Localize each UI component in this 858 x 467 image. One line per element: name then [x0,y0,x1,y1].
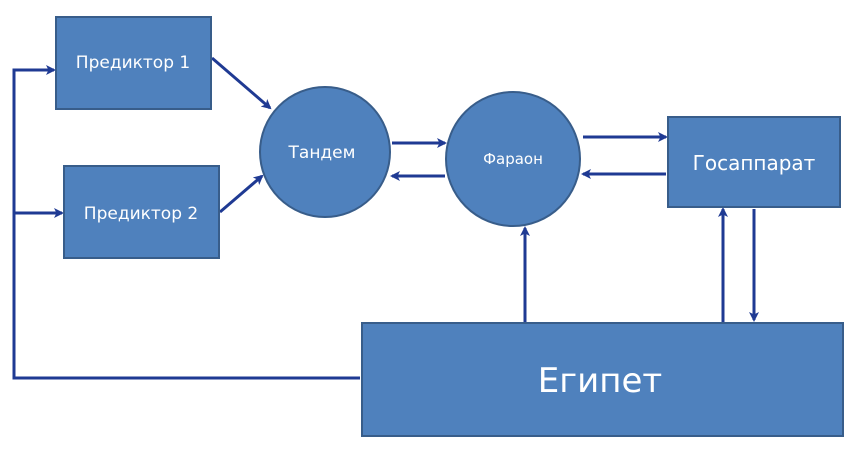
node-gosapparat-label: Госаппарат [693,151,816,175]
edge-egypt-to-predictor1 [12,65,360,380]
node-tandem: Тандем [259,86,391,218]
node-egypt: Египет [361,322,844,437]
node-pharaoh-label: Фараон [483,150,543,168]
edge-predictor2-to-tandem [219,174,264,214]
edges [12,56,759,380]
node-gosapparat: Госаппарат [667,116,841,208]
node-predictor-1: Предиктор 1 [55,16,212,110]
edge-predictor1-to-tandem [211,56,272,110]
node-predictor-2-label: Предиктор 2 [84,204,198,224]
node-predictor-1-label: Предиктор 1 [76,53,190,73]
node-predictor-2: Предиктор 2 [63,165,220,259]
node-tandem-label: Тандем [288,143,356,163]
node-egypt-label: Египет [538,361,662,401]
node-pharaoh: Фараон [445,91,581,227]
